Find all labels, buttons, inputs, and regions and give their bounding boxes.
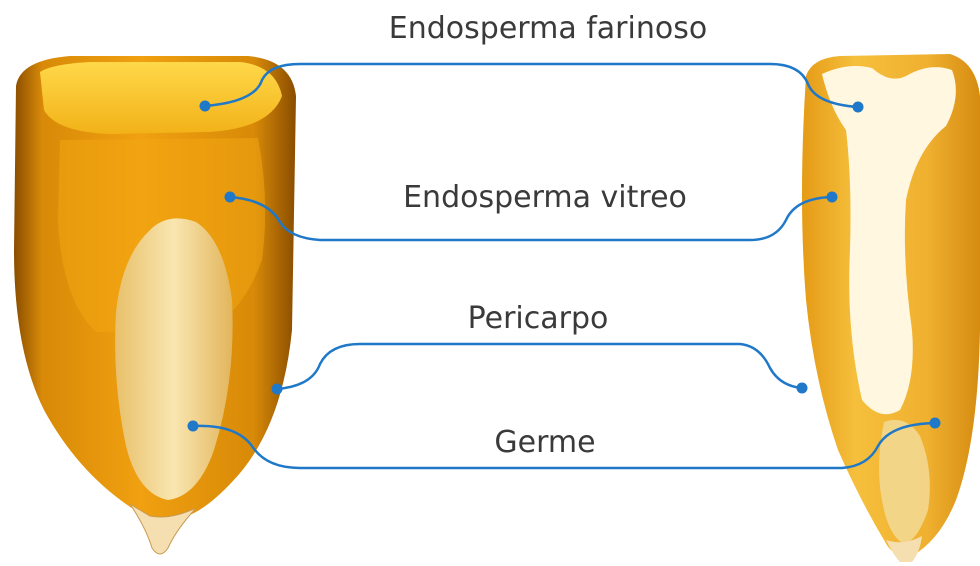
kernel-right bbox=[802, 54, 980, 562]
dot-vitreous-right bbox=[827, 192, 838, 203]
dot-pericarp-left bbox=[272, 384, 283, 395]
kernel-left bbox=[14, 56, 296, 554]
dot-vitreous-left bbox=[225, 192, 236, 203]
dot-floury-left bbox=[200, 101, 211, 112]
dot-germ-right bbox=[930, 418, 941, 429]
leader-line-floury-endosperm bbox=[205, 64, 858, 107]
label-germ: Germe bbox=[494, 428, 595, 458]
dot-pericarp-right bbox=[797, 383, 808, 394]
label-floury-endosperm: Endosperma farinoso bbox=[389, 14, 707, 44]
dot-floury-right bbox=[853, 102, 864, 113]
label-pericarp: Pericarpo bbox=[468, 304, 609, 334]
label-vitreous-endosperm: Endosperma vitreo bbox=[403, 183, 687, 213]
dot-germ-left bbox=[188, 421, 199, 432]
leader-line-pericarp bbox=[277, 344, 802, 389]
